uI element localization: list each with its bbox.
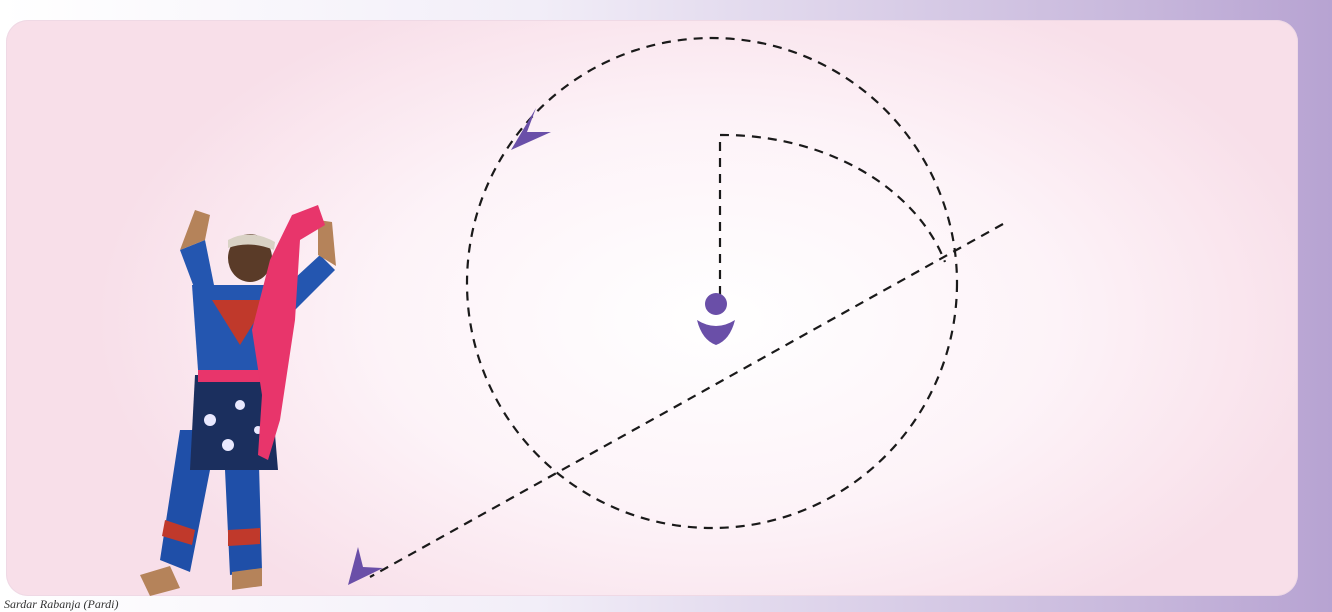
- image-credit-caption: Sardar Rabanja (Pardi): [4, 597, 118, 612]
- dancer-position-icon: [697, 293, 735, 345]
- inner-sector-path: [720, 135, 945, 295]
- diagram-panel: [6, 20, 1298, 596]
- diagonal-path: [370, 224, 1003, 577]
- outer-circle-path: [467, 38, 957, 528]
- arrowhead-icon: [511, 108, 551, 150]
- arrowhead-icon: [348, 547, 383, 585]
- movement-diagram: [6, 20, 1298, 596]
- folk-dancer-figure: [140, 205, 336, 596]
